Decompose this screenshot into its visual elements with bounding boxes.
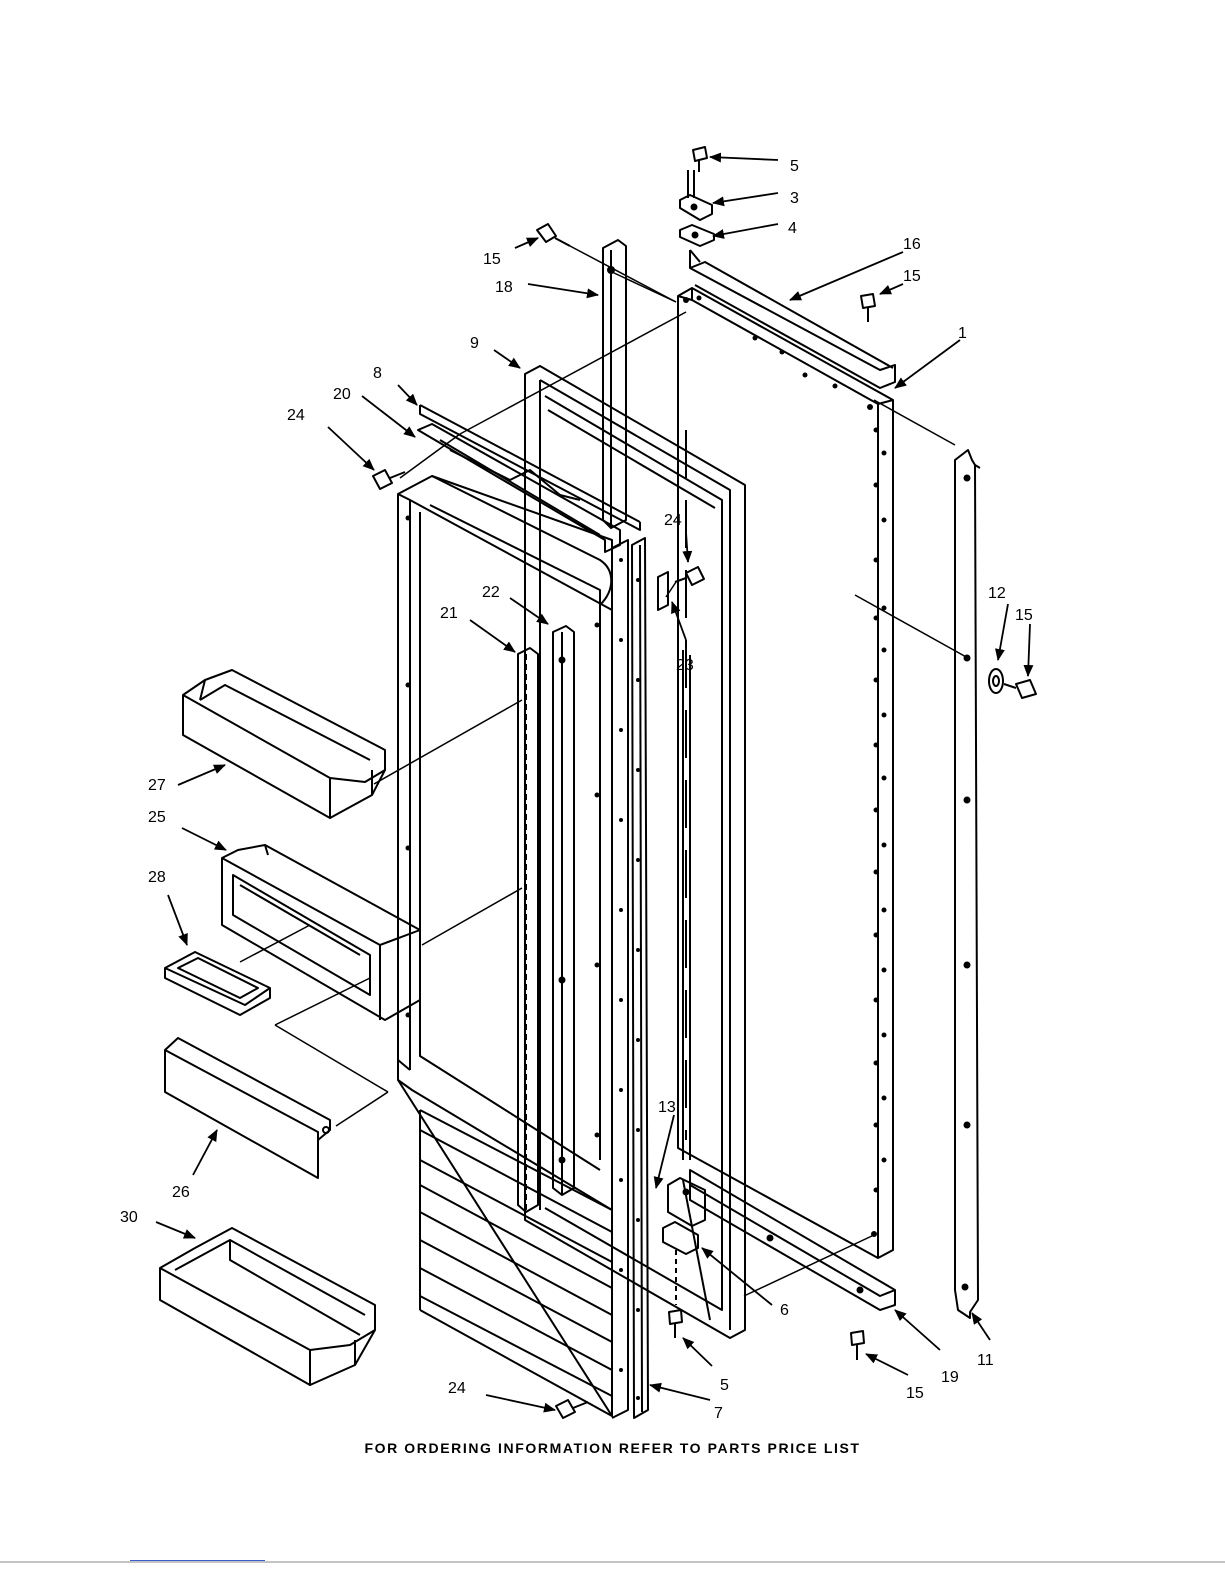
callout-3: 3 bbox=[790, 190, 799, 207]
part-3-top-hinge bbox=[680, 170, 712, 220]
part-1-door-frame bbox=[678, 288, 893, 1258]
callout-15: 15 bbox=[903, 268, 921, 285]
callout-28: 28 bbox=[148, 869, 166, 886]
callout-15: 15 bbox=[906, 1385, 924, 1402]
part-23-plate bbox=[658, 572, 668, 610]
callout-15: 15 bbox=[483, 251, 501, 268]
part-18-hinge-strip bbox=[603, 240, 626, 528]
part-22-shelf-rail bbox=[553, 626, 574, 1195]
ordering-information-note: FOR ORDERING INFORMATION REFER TO PARTS … bbox=[0, 1440, 1225, 1456]
part-27-door-bin bbox=[183, 670, 385, 818]
callout-7: 7 bbox=[714, 1405, 723, 1422]
part-21-shelf-rail bbox=[518, 648, 538, 1212]
screw-5-top bbox=[693, 147, 707, 172]
callout-16: 16 bbox=[903, 236, 921, 253]
callout-1: 1 bbox=[958, 325, 967, 342]
screw-15-right bbox=[1004, 680, 1036, 698]
part-28-tray bbox=[165, 952, 270, 1015]
callout-15: 15 bbox=[1015, 607, 1033, 624]
callout-24: 24 bbox=[664, 512, 682, 529]
part-30-door-bin bbox=[160, 1228, 375, 1385]
washer-12 bbox=[989, 669, 1003, 693]
page-bottom-edge bbox=[0, 1560, 1225, 1585]
callout-24: 24 bbox=[287, 407, 305, 424]
callout-18: 18 bbox=[495, 279, 513, 296]
screw-15-bottom bbox=[851, 1331, 864, 1360]
callout-22: 22 bbox=[482, 584, 500, 601]
part-16-top-channel bbox=[690, 250, 895, 388]
callout-9: 9 bbox=[470, 335, 479, 352]
callout-20: 20 bbox=[333, 386, 351, 403]
part-4-hinge-shim bbox=[680, 225, 714, 246]
callout-8: 8 bbox=[373, 365, 382, 382]
callout-11: 11 bbox=[977, 1352, 994, 1369]
screw-15-top-left bbox=[537, 224, 570, 246]
callout-19: 19 bbox=[941, 1369, 959, 1386]
callout-26: 26 bbox=[172, 1184, 190, 1201]
callout-4: 4 bbox=[788, 220, 797, 237]
screw-24-mid bbox=[675, 567, 704, 585]
screw-24-bottom bbox=[556, 1400, 588, 1418]
part-26-shelf bbox=[165, 1038, 330, 1178]
part-25-dairy-compartment bbox=[222, 845, 420, 1020]
callout-24: 24 bbox=[448, 1380, 466, 1397]
callout-21: 21 bbox=[440, 605, 458, 622]
callout-5: 5 bbox=[720, 1377, 729, 1394]
callout-27: 27 bbox=[148, 777, 166, 794]
callout-5: 5 bbox=[790, 158, 799, 175]
part-7-side-trim bbox=[612, 538, 648, 1418]
part-11-side-trim bbox=[955, 450, 980, 1318]
callout-25: 25 bbox=[148, 809, 166, 826]
callout-30: 30 bbox=[120, 1209, 138, 1226]
callout-12: 12 bbox=[988, 585, 1006, 602]
screw-5-bottom bbox=[669, 1310, 682, 1338]
screw-15-top-right bbox=[861, 294, 875, 322]
callout-6: 6 bbox=[780, 1302, 789, 1319]
callout-13: 13 bbox=[658, 1099, 676, 1116]
callout-23: 23 bbox=[676, 657, 694, 674]
screw-24-upper bbox=[373, 470, 405, 489]
